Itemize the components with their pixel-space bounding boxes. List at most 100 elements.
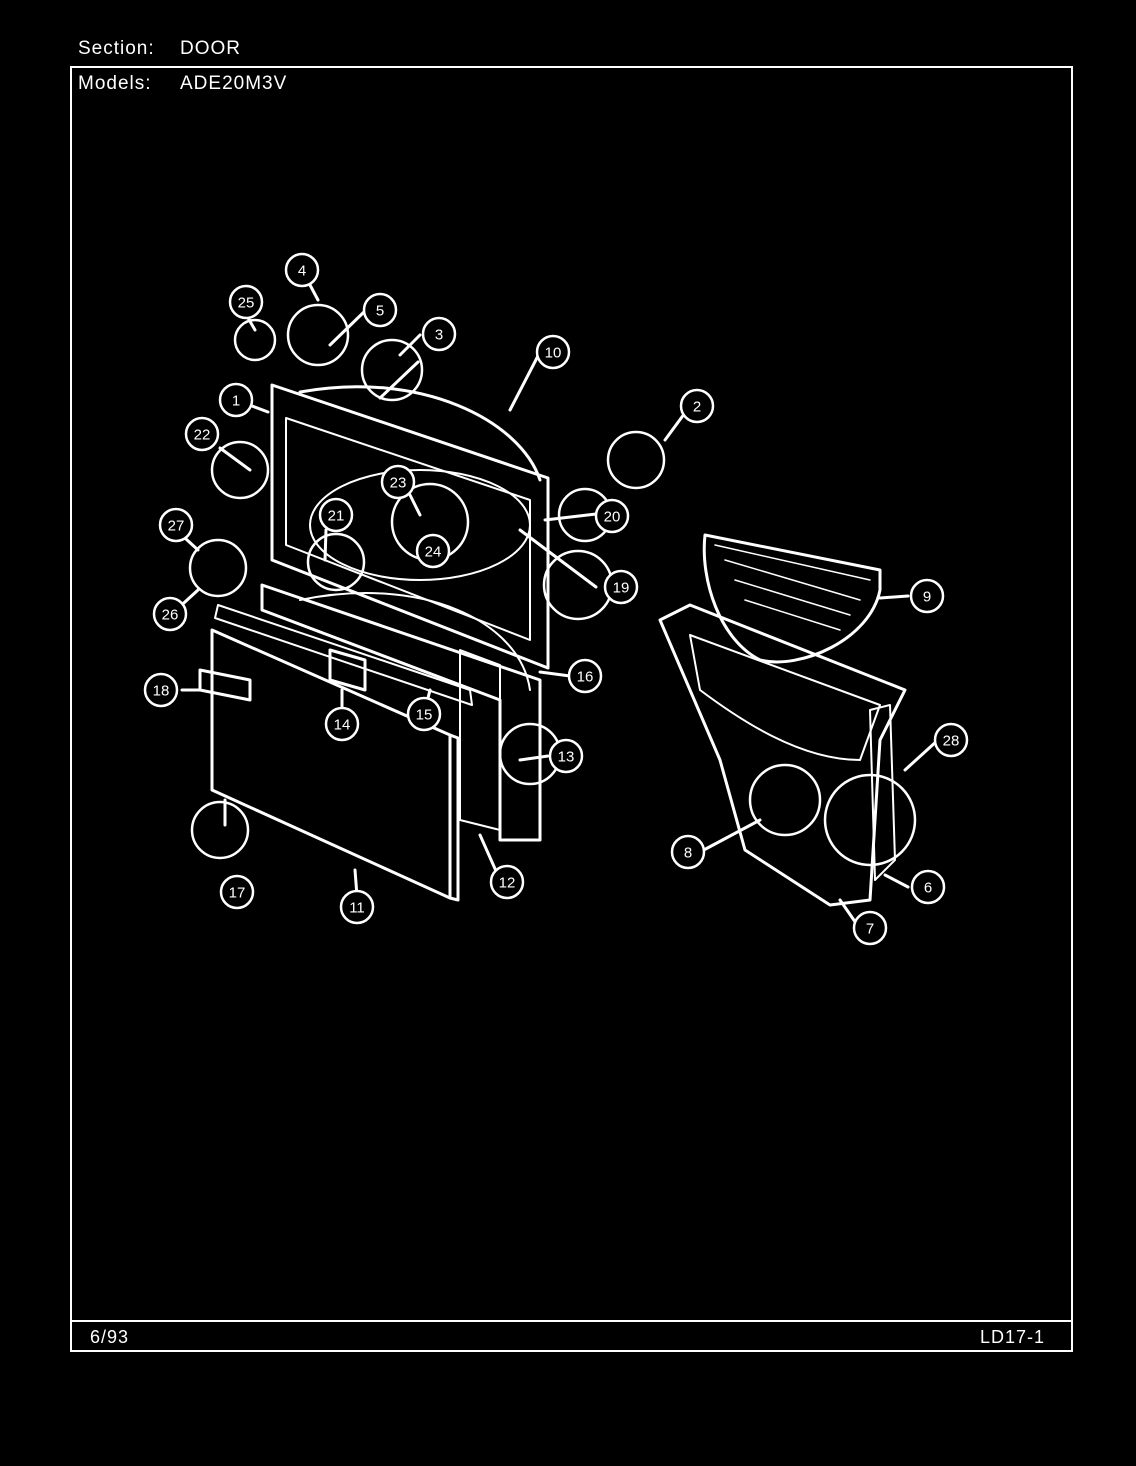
callout-circle (933, 722, 969, 758)
callout-circle (324, 706, 360, 742)
callout-circle (603, 569, 639, 605)
callout-number: 17 (229, 885, 246, 902)
callout-12: 12 (489, 864, 525, 900)
callout-circle (143, 672, 179, 708)
detail-circle-17 (190, 800, 250, 860)
callout-27: 27 (158, 507, 194, 543)
callout-circle (567, 658, 603, 694)
callout-number: 24 (425, 544, 442, 561)
callout-14: 14 (324, 706, 360, 742)
callout-circle (158, 507, 194, 543)
latch-part (198, 668, 252, 702)
callout-7: 7 (852, 910, 888, 946)
detail-circle-21 (306, 532, 366, 592)
callout-number: 27 (168, 518, 185, 535)
detail-circle-8 (748, 763, 822, 837)
callout-25: 25 (228, 284, 264, 320)
callout-circle (909, 578, 945, 614)
callout-number: 14 (334, 717, 351, 734)
duct-side-panel (869, 704, 896, 881)
callout-number: 21 (328, 508, 345, 525)
door-seal (298, 385, 542, 482)
callout-number: 10 (545, 345, 562, 362)
callout-8: 8 (670, 834, 706, 870)
callout-13: 13 (548, 738, 584, 774)
callout-9: 9 (909, 578, 945, 614)
footer-page-code: LD17-1 (980, 1327, 1046, 1347)
callout-number: 6 (924, 880, 932, 897)
footer-date: 6/93 (90, 1327, 130, 1347)
detail-circle-19 (542, 549, 614, 621)
door-liner (260, 583, 542, 842)
callout-number: 20 (604, 509, 621, 526)
callout-circle (421, 316, 457, 352)
detail-circle-6 (823, 773, 917, 867)
callout-18: 18 (143, 672, 179, 708)
callout-5: 5 (362, 292, 398, 328)
callout-number: 1 (232, 393, 240, 410)
callout-11: 11 (339, 889, 375, 925)
callout-23: 23 (380, 464, 416, 500)
footer-divider (70, 1320, 1073, 1322)
callout-1: 1 (218, 382, 254, 418)
callout-circle (219, 874, 255, 910)
callout-circle (406, 696, 442, 732)
callout-number: 2 (693, 399, 701, 416)
callout-circle (184, 416, 220, 452)
lint-filter (702, 533, 882, 664)
hinge-plate (459, 649, 501, 831)
callout-circle (852, 910, 888, 946)
callout-6: 6 (910, 869, 946, 905)
callout-circle (284, 252, 320, 288)
callout-circle (679, 388, 715, 424)
detail-circle-25 (233, 318, 277, 362)
detail-circle-5 (286, 303, 350, 367)
callout-number: 8 (684, 845, 692, 862)
detail-circle-26 (188, 538, 248, 598)
callout-number: 15 (416, 707, 433, 724)
callout-number: 22 (194, 427, 211, 444)
callout-20: 20 (594, 498, 630, 534)
models-label: Models: (78, 73, 152, 94)
handle-bar (214, 604, 473, 706)
callout-15: 15 (406, 696, 442, 732)
callout-number: 25 (238, 295, 255, 312)
callout-circle (380, 464, 416, 500)
detail-circle-2 (606, 430, 666, 490)
callout-circle (594, 498, 630, 534)
callout-26: 26 (152, 596, 188, 632)
callout-number: 28 (943, 733, 960, 750)
callout-circle (339, 889, 375, 925)
callout-circle (670, 834, 706, 870)
callout-17: 17 (219, 874, 255, 910)
callout-number: 3 (435, 327, 443, 344)
callout-19: 19 (603, 569, 639, 605)
callout-number: 4 (298, 263, 306, 280)
detail-circle-22 (210, 440, 270, 500)
models-value: ADE20M3V (180, 73, 288, 94)
label-block (328, 648, 367, 692)
callout-number: 11 (349, 900, 365, 917)
callout-number: 7 (866, 921, 874, 938)
callout-number: 16 (577, 669, 594, 686)
callout-4: 4 (284, 252, 320, 288)
callout-circle (910, 869, 946, 905)
callout-number: 13 (558, 749, 575, 766)
callout-21: 21 (318, 497, 354, 533)
callout-circle (152, 596, 188, 632)
callout-circle (228, 284, 264, 320)
section-label: Section: (78, 38, 155, 59)
callout-number: 12 (499, 875, 516, 892)
callout-circle (489, 864, 525, 900)
callout-24: 24 (415, 533, 451, 569)
callout-circle (415, 533, 451, 569)
callout-3: 3 (421, 316, 457, 352)
callout-2: 2 (679, 388, 715, 424)
callout-number: 19 (613, 580, 630, 597)
section-value: DOOR (180, 38, 241, 59)
diagram-frame (70, 66, 1073, 1352)
callout-number: 9 (923, 589, 931, 606)
callout-circle (318, 497, 354, 533)
